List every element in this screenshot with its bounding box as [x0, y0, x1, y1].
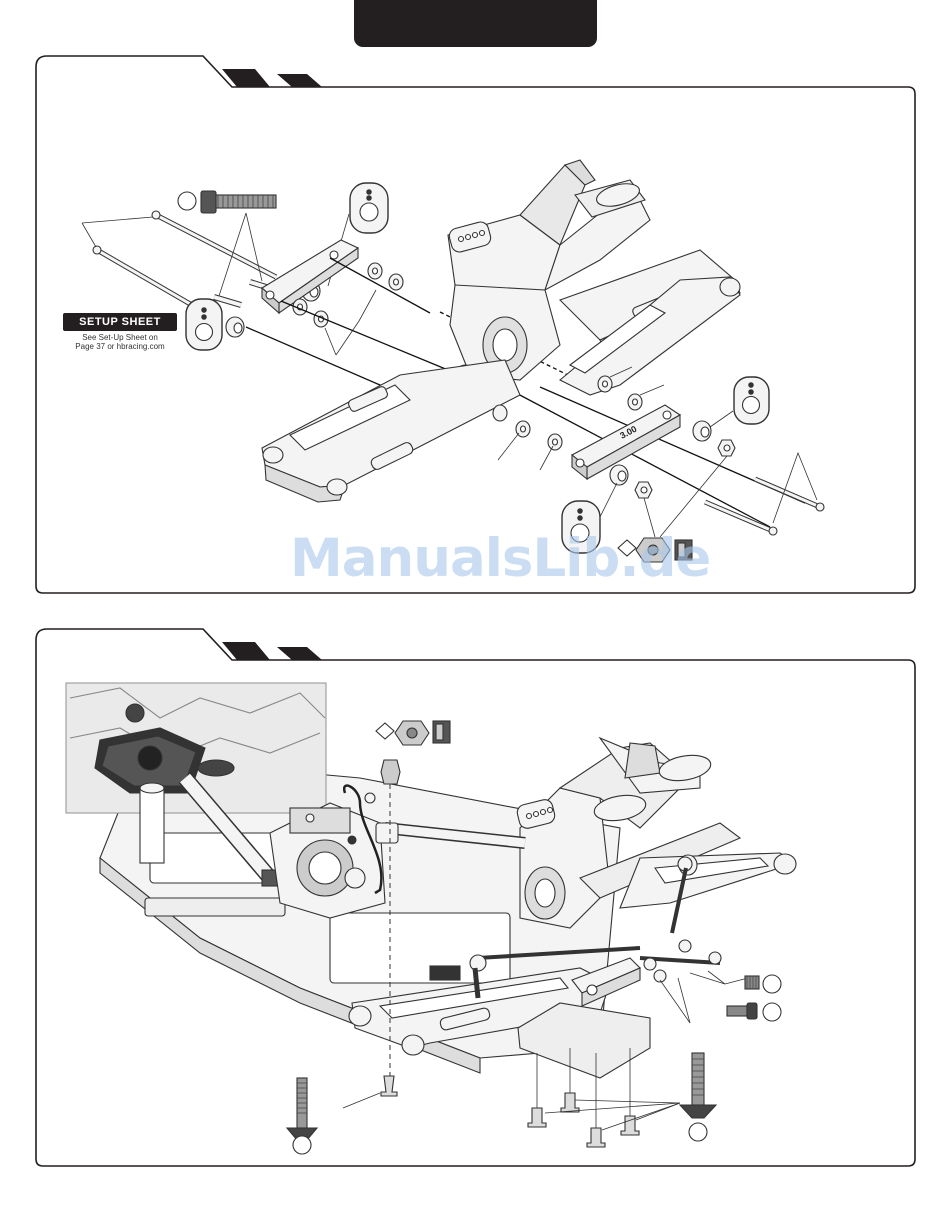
flat-head-screw: [528, 1108, 546, 1127]
tool-symbol-icon: [689, 1123, 707, 1141]
header-stripe: [277, 74, 322, 87]
tool-symbol-icon: [293, 1136, 311, 1154]
hinge-bushing: [610, 465, 628, 485]
flat-head-screw: [561, 1093, 579, 1112]
tool-symbol-icon: [178, 192, 196, 210]
suspension-arm-right: [620, 853, 796, 908]
hex-symbol-icon: [376, 723, 394, 739]
leader-line: [708, 971, 725, 984]
flat-head-screw: [287, 1078, 317, 1140]
watermark: ManualsLib.de: [290, 528, 710, 589]
step-panel-2: [0, 628, 950, 1173]
header-stripe: [277, 647, 322, 660]
hinge-bushing: [693, 421, 711, 441]
flat-head-screw: [680, 1053, 716, 1118]
leader-line: [660, 980, 690, 1023]
flat-head-screw: [587, 1128, 605, 1147]
hinge-bushing: [226, 317, 244, 337]
nut-side-icon: [433, 721, 450, 743]
leader-line: [690, 973, 725, 984]
insert-callout: [186, 299, 222, 350]
leader-line: [678, 978, 690, 1023]
hinge-pin: [755, 479, 824, 511]
hinge-pin: [93, 246, 204, 312]
setup-sheet-note-line1: See Set-Up Sheet on: [63, 333, 177, 342]
hinge-pin: [705, 502, 777, 535]
setup-sheet-badge: SETUP SHEET: [63, 313, 177, 331]
leader-line: [82, 223, 96, 247]
lock-nut: [635, 482, 652, 498]
flat-head-screw: [621, 1116, 639, 1135]
leader-line: [246, 213, 262, 281]
front-hinge-block: [262, 240, 358, 313]
tool-symbol-icon: [763, 975, 781, 993]
cap-screw: [201, 191, 276, 213]
ball-end: [365, 793, 375, 803]
leader-line: [218, 213, 246, 299]
insert-callout: [710, 377, 769, 427]
set-screw: [745, 976, 759, 989]
page-header-tab: [354, 0, 597, 47]
tool-symbol-icon: [763, 1003, 781, 1021]
setup-sheet-callout: SETUP SHEET See Set-Up Sheet on Page 37 …: [63, 313, 177, 351]
lock-nut: [718, 440, 735, 456]
leader-line: [82, 217, 153, 223]
lock-nut: [381, 760, 400, 784]
suspension-arm-left: [262, 360, 520, 502]
cap-screw: [727, 1003, 757, 1019]
leader-line: [602, 1103, 680, 1130]
setup-sheet-note-line2: Page 37 or hbracing.com: [63, 342, 177, 351]
hinge-pin: [152, 211, 276, 277]
nylon-lock-nut-icon: [395, 721, 429, 745]
flat-head-screw: [381, 1076, 397, 1096]
